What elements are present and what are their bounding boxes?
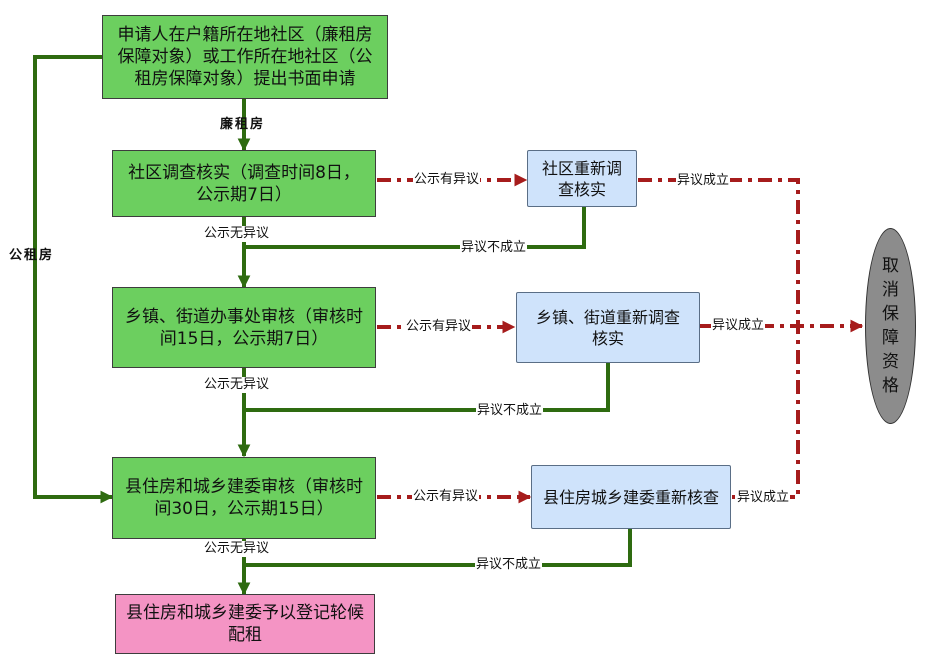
town-review-text: 乡镇、街道办事处审核（审核时间15日，公示期7日）	[125, 306, 363, 349]
town-recheck-box: 乡镇、街道重新调查核实	[516, 292, 700, 363]
upheld-label-2: 异议成立	[711, 318, 766, 334]
county-review-text: 县住房和城乡建委审核（审核时间30日，公示期15日）	[125, 477, 363, 519]
county-recheck-text: 县住房城乡建委重新核查	[542, 487, 719, 507]
community-check-text: 社区调查核实（调查时间8日，公示期7日）	[128, 162, 360, 205]
town-review-box: 乡镇、街道办事处审核（审核时间15日，公示期7日）	[112, 287, 376, 368]
apply-box: 申请人在户籍所在地社区（廉租房保障对象）或工作所在地社区（公租房保障对象）提出书…	[102, 15, 388, 99]
gongzufang-label: 公租房	[9, 248, 55, 263]
cancel-text: 取消保障资格	[882, 256, 899, 396]
objection-label-3: 公示有异议	[412, 489, 480, 505]
county-review-box: 县住房和城乡建委审核（审核时间30日，公示期15日）	[112, 457, 376, 539]
register-text: 县住房和城乡建委予以登记轮候配租	[126, 603, 364, 645]
objection-label-2: 公示有异议	[405, 319, 473, 335]
county-recheck-box: 县住房城乡建委重新核查	[531, 465, 731, 529]
no-objection-label-1: 公示无异议	[203, 226, 271, 242]
upheld-label-3: 异议成立	[736, 490, 791, 506]
not-upheld-label-3: 异议不成立	[475, 557, 543, 573]
not-upheld-label-2: 异议不成立	[476, 403, 544, 419]
no-objection-label-3: 公示无异议	[203, 541, 271, 557]
town-recheck-text: 乡镇、街道重新调查核实	[535, 307, 680, 348]
connector-community-recheck-not-upheld	[244, 207, 586, 249]
apply-text: 申请人在户籍所在地社区（廉租房保障对象）或工作所在地社区（公租房保障对象）提出书…	[117, 25, 373, 89]
lianzufang-label: 廉租房	[220, 117, 266, 132]
objection-label-1: 公示有异议	[413, 172, 481, 188]
connector-town-recheck-not-upheld	[244, 363, 610, 412]
connector-gongzufang-loop	[33, 55, 114, 504]
upheld-label-1: 异议成立	[676, 173, 731, 189]
register-box: 县住房和城乡建委予以登记轮候配租	[115, 594, 375, 654]
cancel-oval: 取消保障资格	[865, 228, 916, 424]
community-check-box: 社区调查核实（调查时间8日，公示期7日）	[112, 150, 376, 217]
community-recheck-box: 社区重新调查核实	[527, 150, 637, 207]
not-upheld-label-1: 异议不成立	[460, 240, 528, 256]
connector-county-recheck-not-upheld	[244, 529, 632, 567]
community-recheck-text: 社区重新调查核实	[541, 158, 622, 199]
no-objection-label-2: 公示无异议	[203, 377, 271, 393]
